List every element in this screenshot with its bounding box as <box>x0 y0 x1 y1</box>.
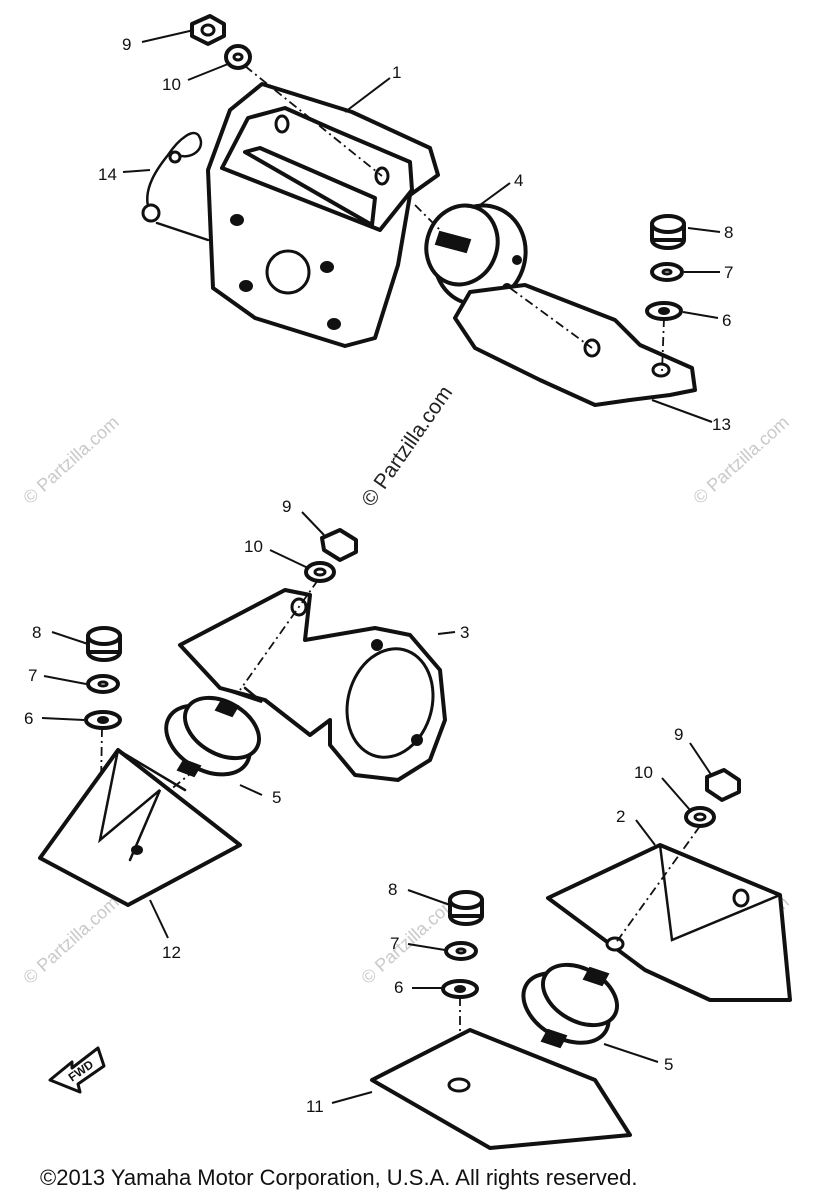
nut-part-8-top <box>650 214 686 250</box>
callout-6: 6 <box>394 978 403 997</box>
mount-part-12 <box>38 748 242 907</box>
callout-8: 8 <box>724 223 733 242</box>
plate-part-11 <box>370 1028 632 1150</box>
callout-8: 8 <box>32 623 41 642</box>
watermark-faint: © Partzilla.com <box>689 412 793 508</box>
callout-7: 7 <box>390 934 399 953</box>
bracket-part-3 <box>178 588 447 782</box>
callout-10: 10 <box>244 537 263 556</box>
callout-5: 5 <box>272 788 281 807</box>
callout-2: 2 <box>616 807 625 826</box>
nut-part-8-mid <box>86 626 122 662</box>
wire-clip-part-14 <box>141 131 210 242</box>
callout-7: 7 <box>28 666 37 685</box>
callout-10: 10 <box>634 763 653 782</box>
watermark-faint: © Partzilla.com <box>357 892 461 988</box>
callout-12: 12 <box>162 943 181 962</box>
callout-13: 13 <box>712 415 731 434</box>
callout-4: 4 <box>514 171 523 190</box>
copyright-notice: ©2013 Yamaha Motor Corporation, U.S.A. A… <box>40 1165 638 1190</box>
callout-7: 7 <box>724 263 733 282</box>
forward-arrow-icon: FWD <box>48 1046 106 1094</box>
damper-part-4 <box>424 203 528 307</box>
nut-part-9-mid <box>320 528 358 562</box>
callout-3: 3 <box>460 623 469 642</box>
leader-lines <box>41 29 721 1104</box>
callout-6: 6 <box>722 311 731 330</box>
callout-labels: 9 10 1 14 4 8 7 6 13 9 10 3 8 7 6 5 12 9… <box>24 35 733 1116</box>
nut-part-9-top <box>190 14 226 46</box>
callout-8: 8 <box>388 880 397 899</box>
bracket-part-1 <box>206 82 440 348</box>
watermark-main: © Partzilla.com <box>357 382 457 511</box>
callout-9: 9 <box>674 725 683 744</box>
nut-part-9-right <box>705 768 741 802</box>
callout-5: 5 <box>664 1055 673 1074</box>
callout-9: 9 <box>282 497 291 516</box>
damper-part-5-bottom <box>521 962 619 1049</box>
watermark-faint: © Partzilla.com <box>19 892 123 988</box>
callout-9: 9 <box>122 35 131 54</box>
callout-10: 10 <box>162 75 181 94</box>
callout-11: 11 <box>306 1097 324 1116</box>
damper-part-5-mid <box>164 695 261 778</box>
callout-6: 6 <box>24 709 33 728</box>
tray-part-2 <box>546 843 792 1002</box>
nut-part-8-bottom <box>448 890 484 926</box>
callout-1: 1 <box>392 63 401 82</box>
callout-14: 14 <box>98 165 117 184</box>
watermark-faint: © Partzilla.com <box>19 412 123 508</box>
